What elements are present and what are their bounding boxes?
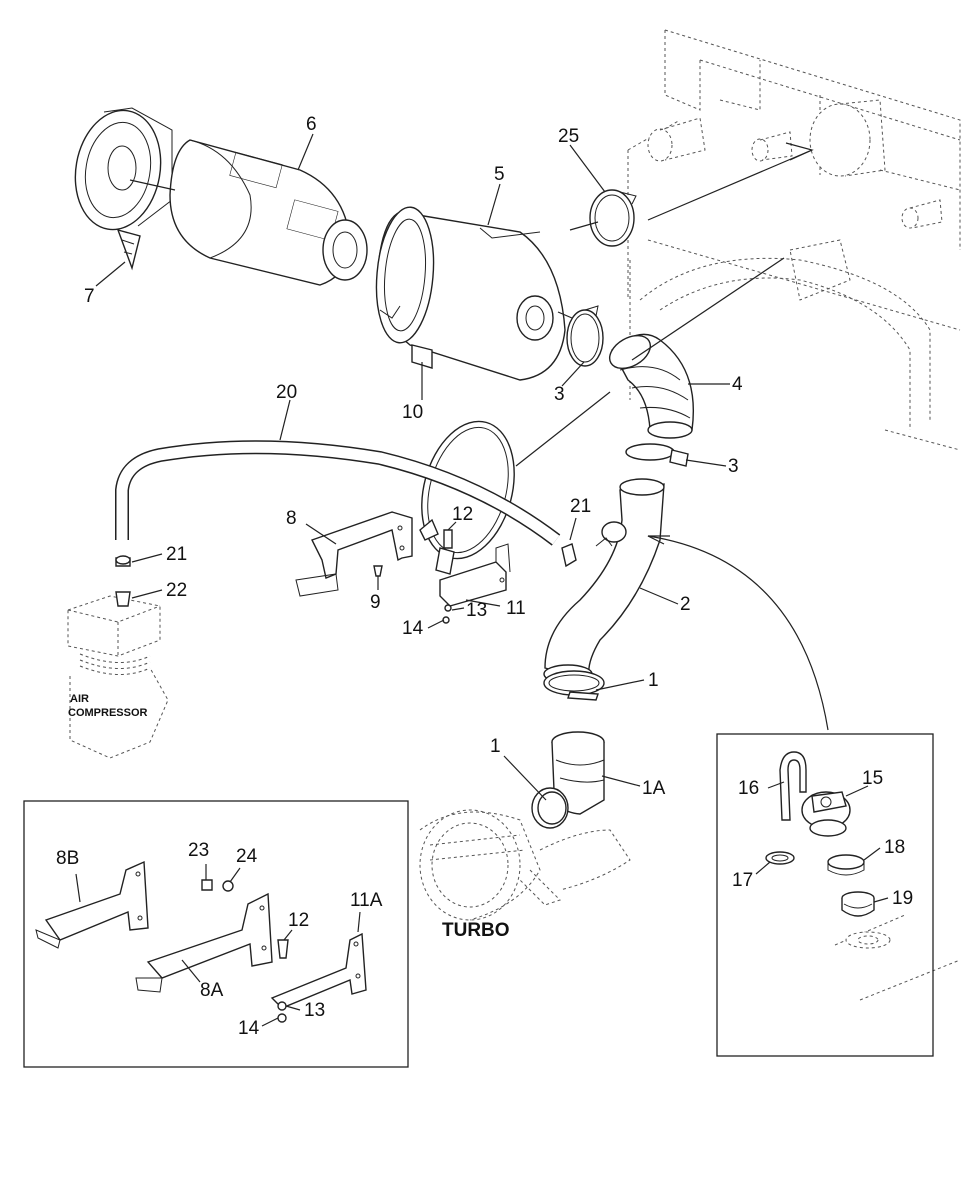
bracket-11 — [439, 543, 511, 607]
air-compressor-ghost — [67, 595, 169, 759]
label-18: 18 — [884, 837, 905, 858]
hose-20 — [115, 440, 561, 546]
elbow-4 — [609, 333, 695, 439]
label-20: 20 — [276, 382, 297, 403]
label-7: 7 — [84, 286, 95, 307]
clamp-3-upper — [566, 305, 604, 367]
bracket-8 — [295, 511, 413, 597]
main-labels: 6 5 25 7 3 4 3 10 20 21 2 8 12 9 11 13 1… — [68, 114, 743, 941]
label-19: 19 — [892, 888, 913, 909]
inset-right: 16 15 18 17 19 — [716, 733, 934, 1057]
label-1-upper: 1 — [648, 670, 659, 691]
label-13: 13 — [466, 600, 487, 621]
label-10: 10 — [402, 402, 423, 423]
label-4: 4 — [732, 374, 743, 395]
label-12-inset: 12 — [288, 910, 309, 931]
hardware-main — [115, 529, 577, 624]
clamp-3-lower — [625, 443, 689, 467]
label-14: 14 — [402, 618, 424, 639]
label-12: 12 — [452, 504, 473, 525]
label-2: 2 — [680, 594, 691, 615]
label-6: 6 — [306, 114, 317, 135]
label-17: 17 — [732, 870, 753, 891]
clamp-1-upper — [543, 670, 605, 701]
filter-element — [169, 139, 368, 286]
radiator-ghost — [627, 29, 961, 1001]
turbo-ghost — [419, 809, 631, 921]
air-cleaner-housing — [375, 206, 566, 381]
label-24: 24 — [236, 846, 258, 867]
label-turbo: TURBO — [442, 920, 510, 941]
label-11a: 11A — [350, 890, 383, 911]
label-8b: 8B — [56, 848, 79, 869]
label-13-inset: 13 — [304, 1000, 325, 1021]
label-25: 25 — [558, 126, 579, 147]
label-14-inset: 14 — [238, 1018, 260, 1039]
label-16: 16 — [738, 778, 759, 799]
leader-lines — [95, 133, 829, 801]
label-1-lower: 1 — [490, 736, 501, 757]
label-15: 15 — [862, 768, 883, 789]
inset-left: 8B 23 24 12 11A 8A 13 14 — [23, 800, 409, 1068]
label-11: 11 — [506, 598, 526, 619]
label-compressor: COMPRESSOR — [68, 707, 148, 719]
elbow-1a — [531, 731, 605, 829]
label-8a: 8A — [200, 980, 224, 1001]
label-air: AIR — [70, 693, 89, 705]
label-23: 23 — [188, 840, 209, 861]
label-1a: 1A — [642, 778, 666, 799]
label-3-upper: 3 — [554, 384, 565, 405]
label-9: 9 — [370, 592, 381, 613]
label-3-lower: 3 — [728, 456, 739, 477]
label-21-right: 21 — [570, 496, 591, 517]
label-5: 5 — [494, 164, 505, 185]
label-22: 22 — [166, 580, 187, 601]
label-21-left: 21 — [166, 544, 187, 565]
clamp-25 — [589, 189, 637, 247]
tube-2 — [543, 478, 665, 684]
precleaner-cap — [74, 107, 173, 271]
label-8: 8 — [286, 508, 297, 529]
